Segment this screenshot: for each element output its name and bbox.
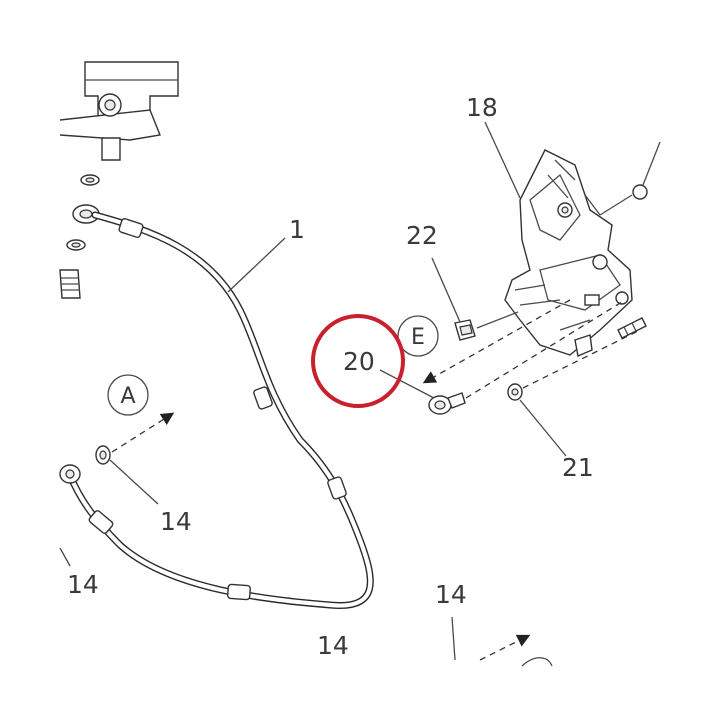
view-marker-a: A [107,374,149,416]
partial-circle [521,657,553,667]
bracket-assembly [504,149,633,357]
view-marker-a-label: A [120,384,135,409]
view-marker-e-label: E [411,325,425,350]
leader-21 [519,399,567,457]
callout-14-d: 14 [435,580,467,609]
clip [454,319,476,341]
leader-22 [431,257,461,323]
leader-14-a [109,459,159,505]
clip-axis [476,311,519,329]
callout-14-b: 14 [67,570,99,599]
callout-21: 21 [562,453,594,482]
upper-fitting-assembly [59,61,179,299]
leader-20 [379,369,435,399]
callout-18: 18 [466,93,498,122]
highlight-ring [311,314,405,408]
stud [617,317,647,339]
bolt [428,392,466,415]
brake-hose [59,211,374,610]
upper-right-bolt [599,141,661,216]
callout-1: 1 [289,215,305,244]
leader-1 [227,237,286,293]
callout-22: 22 [406,221,438,250]
view-arrow-e [422,299,571,384]
view-marker-e: E [397,315,439,357]
leader-18 [484,121,521,199]
view-arrow-bottom [479,634,531,661]
callout-14-a: 14 [160,507,192,536]
nut [507,383,523,401]
leader-14-b [59,547,71,567]
view-arrow-a [111,412,175,453]
bolt-axis [465,299,626,399]
leader-14-d [451,616,456,661]
callout-20: 20 [343,347,375,376]
callout-14-c: 14 [317,631,349,660]
lower-left-washer [95,445,111,465]
